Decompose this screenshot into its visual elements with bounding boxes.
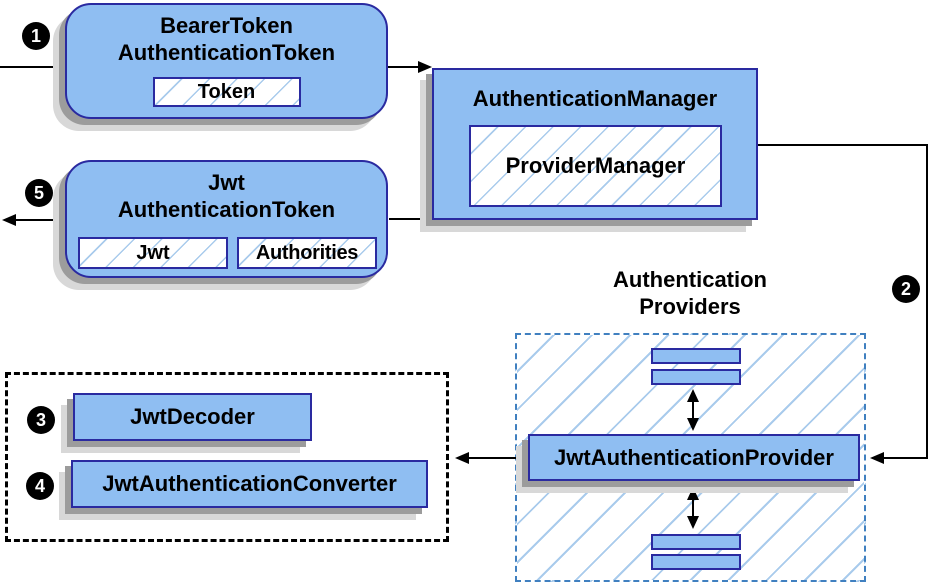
top-double-arrow-line	[692, 400, 694, 420]
authentication-providers-label-line1: Authentication	[613, 267, 767, 292]
step-2-badge: 2	[892, 275, 920, 303]
bearer-to-manager-arrowhead-icon	[418, 61, 432, 73]
bearer-token-title-line2: AuthenticationToken	[117, 40, 336, 65]
jwt-decoder-node: JwtDecoder	[73, 393, 312, 441]
step-3-badge: 3	[27, 406, 55, 434]
outgoing-result-line	[14, 219, 66, 221]
authentication-manager-node: AuthenticationManager ProviderManager	[432, 68, 758, 220]
jwt-token-title-line2: AuthenticationToken	[117, 197, 336, 222]
provider-to-decoder-line	[467, 457, 529, 459]
manager-to-provider-line-bottom	[884, 457, 928, 459]
manager-to-jwt-token-line	[389, 218, 433, 220]
top-double-arrow-down-icon	[687, 418, 699, 431]
step-5-badge: 5	[25, 179, 53, 207]
token-field: Token	[152, 77, 301, 107]
manager-to-provider-line-top	[758, 144, 928, 146]
other-provider-bar	[651, 534, 741, 550]
incoming-request-line	[0, 66, 65, 68]
step-4-badge: 4	[26, 472, 54, 500]
step-1-badge: 1	[22, 22, 50, 50]
jwt-authentication-token-node: Jwt AuthenticationToken Jwt Authorities	[65, 160, 388, 278]
authorities-field: Authorities	[237, 237, 377, 269]
bearer-token-title-line1: BearerToken	[160, 13, 293, 38]
bottom-double-arrow-down-icon	[687, 516, 699, 529]
jwt-field: Jwt	[78, 237, 228, 269]
other-provider-bar	[651, 554, 741, 570]
top-double-arrow-up-icon	[687, 389, 699, 402]
manager-to-provider-arrowhead-icon	[870, 452, 884, 464]
other-provider-bar	[651, 348, 741, 364]
authentication-providers-label-line2: Providers	[639, 294, 741, 319]
manager-to-provider-line-right	[926, 144, 928, 459]
authentication-manager-title: AuthenticationManager	[472, 86, 718, 111]
bottom-double-arrow-line	[692, 498, 694, 518]
bottom-double-arrow-up-icon	[687, 487, 699, 500]
outgoing-result-arrowhead-icon	[2, 214, 16, 226]
bearer-token-authentication-token-node: BearerToken AuthenticationToken Token	[65, 3, 388, 119]
other-provider-bar	[651, 369, 741, 385]
jwt-authentication-provider-node: JwtAuthenticationProvider	[528, 434, 860, 481]
provider-to-decoder-arrowhead-icon	[455, 452, 469, 464]
authentication-providers-label: Authentication Providers	[570, 266, 810, 320]
jwt-token-title-line1: Jwt	[208, 170, 245, 195]
provider-manager-field: ProviderManager	[469, 125, 722, 207]
bearer-to-manager-line	[388, 66, 420, 68]
jwt-authentication-converter-node: JwtAuthenticationConverter	[71, 460, 428, 508]
